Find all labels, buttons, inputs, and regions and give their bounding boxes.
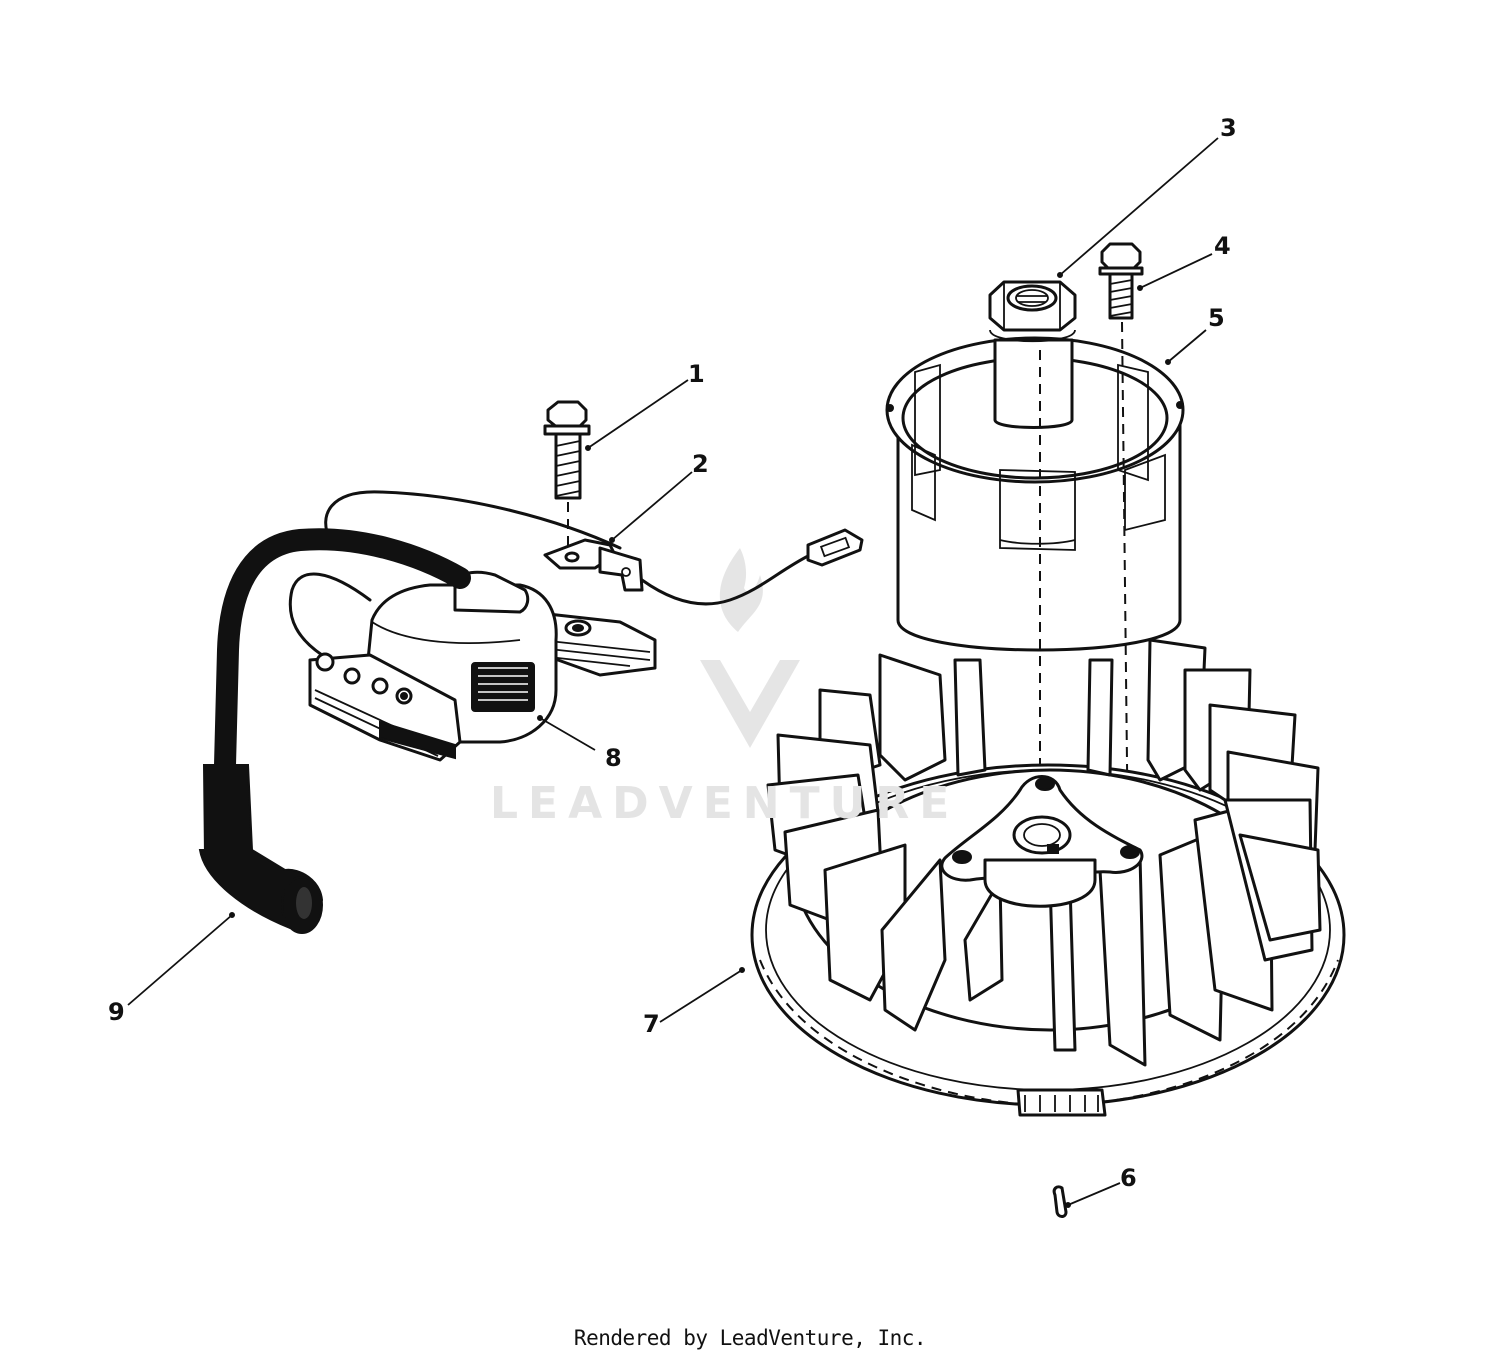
callout-6: 6: [1120, 1164, 1137, 1192]
flywheel-nut-3: [988, 280, 1077, 332]
bolt-4-guide: [1121, 321, 1129, 851]
watermark-logo: [700, 548, 800, 748]
callout-1: 1: [688, 360, 705, 388]
ignition-module-8: [288, 490, 657, 762]
callout-8: 8: [605, 744, 622, 772]
callout-7: 7: [643, 1010, 660, 1038]
callout-2: 2: [692, 450, 709, 478]
callout-3: 3: [1220, 114, 1237, 142]
callout-5: 5: [1208, 304, 1225, 332]
flywheel-7: [750, 638, 1346, 1117]
footer-credit: Rendered by LeadVenture, Inc.: [573, 1326, 927, 1350]
spark-plug-boot-9: [198, 528, 471, 934]
leader-lines: [127, 137, 1219, 1208]
watermark-text: LEADVENTURE: [490, 778, 960, 829]
ground-terminal-2: [543, 528, 864, 606]
callout-9: 9: [108, 998, 125, 1026]
rotating-screen-5: [885, 329, 1185, 652]
bolt-1: [543, 400, 591, 560]
flywheel-key-6: [1052, 1185, 1068, 1218]
bolt-4: [1098, 242, 1144, 320]
callout-4: 4: [1214, 232, 1231, 260]
